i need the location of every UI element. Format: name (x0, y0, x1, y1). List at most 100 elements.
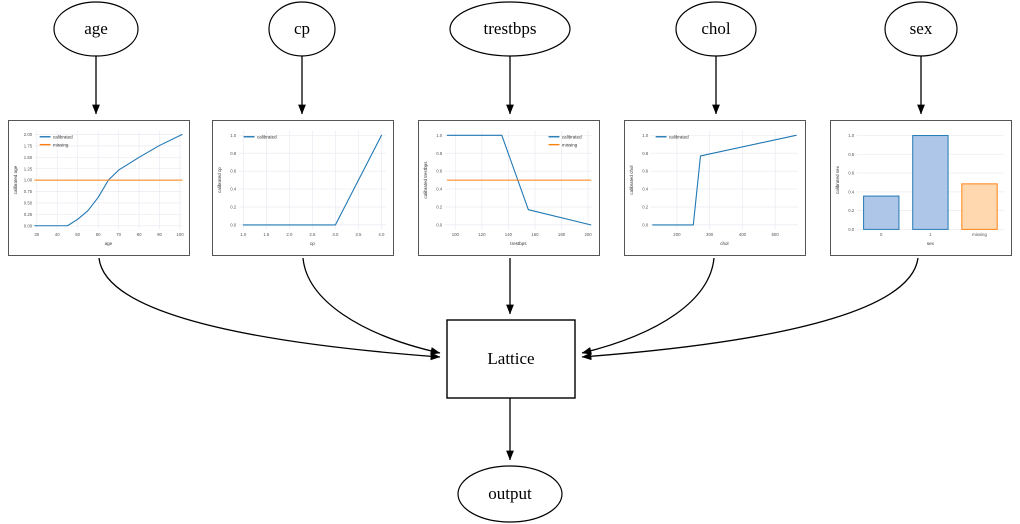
node-trestbps-label: trestbps (484, 19, 537, 38)
svg-text:2.0: 2.0 (286, 232, 293, 237)
svg-text:calibrated trestbps: calibrated trestbps (423, 161, 428, 199)
svg-text:0.8: 0.8 (436, 151, 443, 156)
svg-text:calibrated sex: calibrated sex (835, 165, 840, 194)
svg-text:60: 60 (96, 232, 101, 237)
svg-text:1.50: 1.50 (24, 155, 33, 160)
svg-text:2.5: 2.5 (309, 232, 316, 237)
svg-text:1.00: 1.00 (24, 178, 33, 183)
svg-text:400: 400 (739, 232, 747, 237)
node-age-label: age (84, 19, 108, 38)
node-trestbps[interactable]: trestbps (449, 1, 571, 57)
svg-text:1.0: 1.0 (436, 133, 443, 138)
node-output-label: output (488, 484, 532, 503)
svg-text:0.8: 0.8 (848, 152, 855, 157)
svg-text:calibrated: calibrated (53, 134, 73, 139)
svg-text:calibrated chol: calibrated chol (629, 166, 634, 195)
svg-text:chol: chol (720, 241, 728, 246)
svg-text:0.6: 0.6 (848, 171, 855, 176)
svg-text:100: 100 (176, 232, 184, 237)
svg-text:1.0: 1.0 (240, 232, 247, 237)
edge-chol-plot-to-lattice (581, 257, 715, 355)
node-cp-label: cp (294, 19, 310, 38)
svg-text:0.75: 0.75 (24, 189, 33, 194)
svg-text:0.4: 0.4 (848, 189, 855, 194)
svg-text:70: 70 (116, 232, 121, 237)
svg-text:0.8: 0.8 (642, 151, 649, 156)
svg-text:3.0: 3.0 (332, 232, 339, 237)
svg-text:4.0: 4.0 (378, 232, 385, 237)
svg-text:1.0: 1.0 (642, 133, 649, 138)
node-lattice-label: Lattice (487, 349, 534, 368)
svg-text:1.0: 1.0 (230, 133, 237, 138)
svg-text:40: 40 (55, 232, 60, 237)
edges-panel-to-lattice (98, 257, 919, 361)
svg-text:500: 500 (772, 232, 780, 237)
svg-text:calibrated cp: calibrated cp (217, 167, 222, 193)
node-output[interactable]: output (457, 465, 563, 523)
svg-text:age: age (105, 241, 113, 246)
svg-text:0.4: 0.4 (642, 187, 649, 192)
svg-text:0.00: 0.00 (24, 223, 33, 228)
svg-text:200: 200 (584, 232, 592, 237)
svg-text:missing: missing (53, 142, 69, 147)
node-lattice[interactable]: Lattice (446, 319, 576, 399)
svg-text:140: 140 (505, 232, 513, 237)
svg-text:sex: sex (927, 241, 935, 246)
svg-text:120: 120 (478, 232, 486, 237)
svg-text:1.0: 1.0 (848, 133, 855, 138)
svg-text:0.2: 0.2 (642, 205, 649, 210)
svg-text:0.6: 0.6 (230, 169, 237, 174)
svg-text:200: 200 (673, 232, 681, 237)
svg-text:3.5: 3.5 (355, 232, 362, 237)
svg-text:calibrated: calibrated (257, 134, 277, 139)
node-chol[interactable]: chol (675, 1, 757, 57)
node-age[interactable]: age (53, 1, 139, 57)
svg-text:0.2: 0.2 (848, 208, 855, 213)
svg-text:0.0: 0.0 (230, 222, 237, 227)
svg-text:0.50: 0.50 (24, 201, 33, 206)
svg-text:calibrated: calibrated (669, 134, 689, 139)
svg-text:100: 100 (452, 232, 460, 237)
svg-text:0: 0 (880, 232, 883, 237)
svg-text:30: 30 (34, 232, 39, 237)
svg-text:0.25: 0.25 (24, 212, 33, 217)
svg-text:1.5: 1.5 (263, 232, 270, 237)
svg-text:0.0: 0.0 (642, 222, 649, 227)
svg-text:calibrated: calibrated (562, 134, 582, 139)
svg-text:0.6: 0.6 (642, 169, 649, 174)
svg-text:2.00: 2.00 (24, 132, 33, 137)
svg-text:50: 50 (75, 232, 80, 237)
svg-text:0.6: 0.6 (436, 169, 443, 174)
edges-node-to-panel (92, 56, 925, 115)
node-sex-label: sex (910, 19, 933, 38)
input-nodes: age cp trestbps chol sex (53, 1, 958, 57)
svg-text:0.8: 0.8 (230, 151, 237, 156)
node-chol-label: chol (701, 19, 731, 38)
svg-text:0.4: 0.4 (436, 187, 443, 192)
svg-text:160: 160 (531, 232, 539, 237)
svg-text:0.2: 0.2 (230, 205, 237, 210)
svg-text:1.75: 1.75 (24, 143, 33, 148)
node-cp[interactable]: cp (268, 1, 336, 57)
edge-sex-plot-to-lattice (581, 257, 919, 361)
svg-text:1: 1 (929, 232, 932, 237)
svg-text:80: 80 (137, 232, 142, 237)
svg-text:90: 90 (157, 232, 162, 237)
svg-text:missing: missing (562, 142, 578, 147)
edge-age-plot-to-lattice (98, 257, 441, 361)
node-sex[interactable]: sex (884, 1, 958, 57)
